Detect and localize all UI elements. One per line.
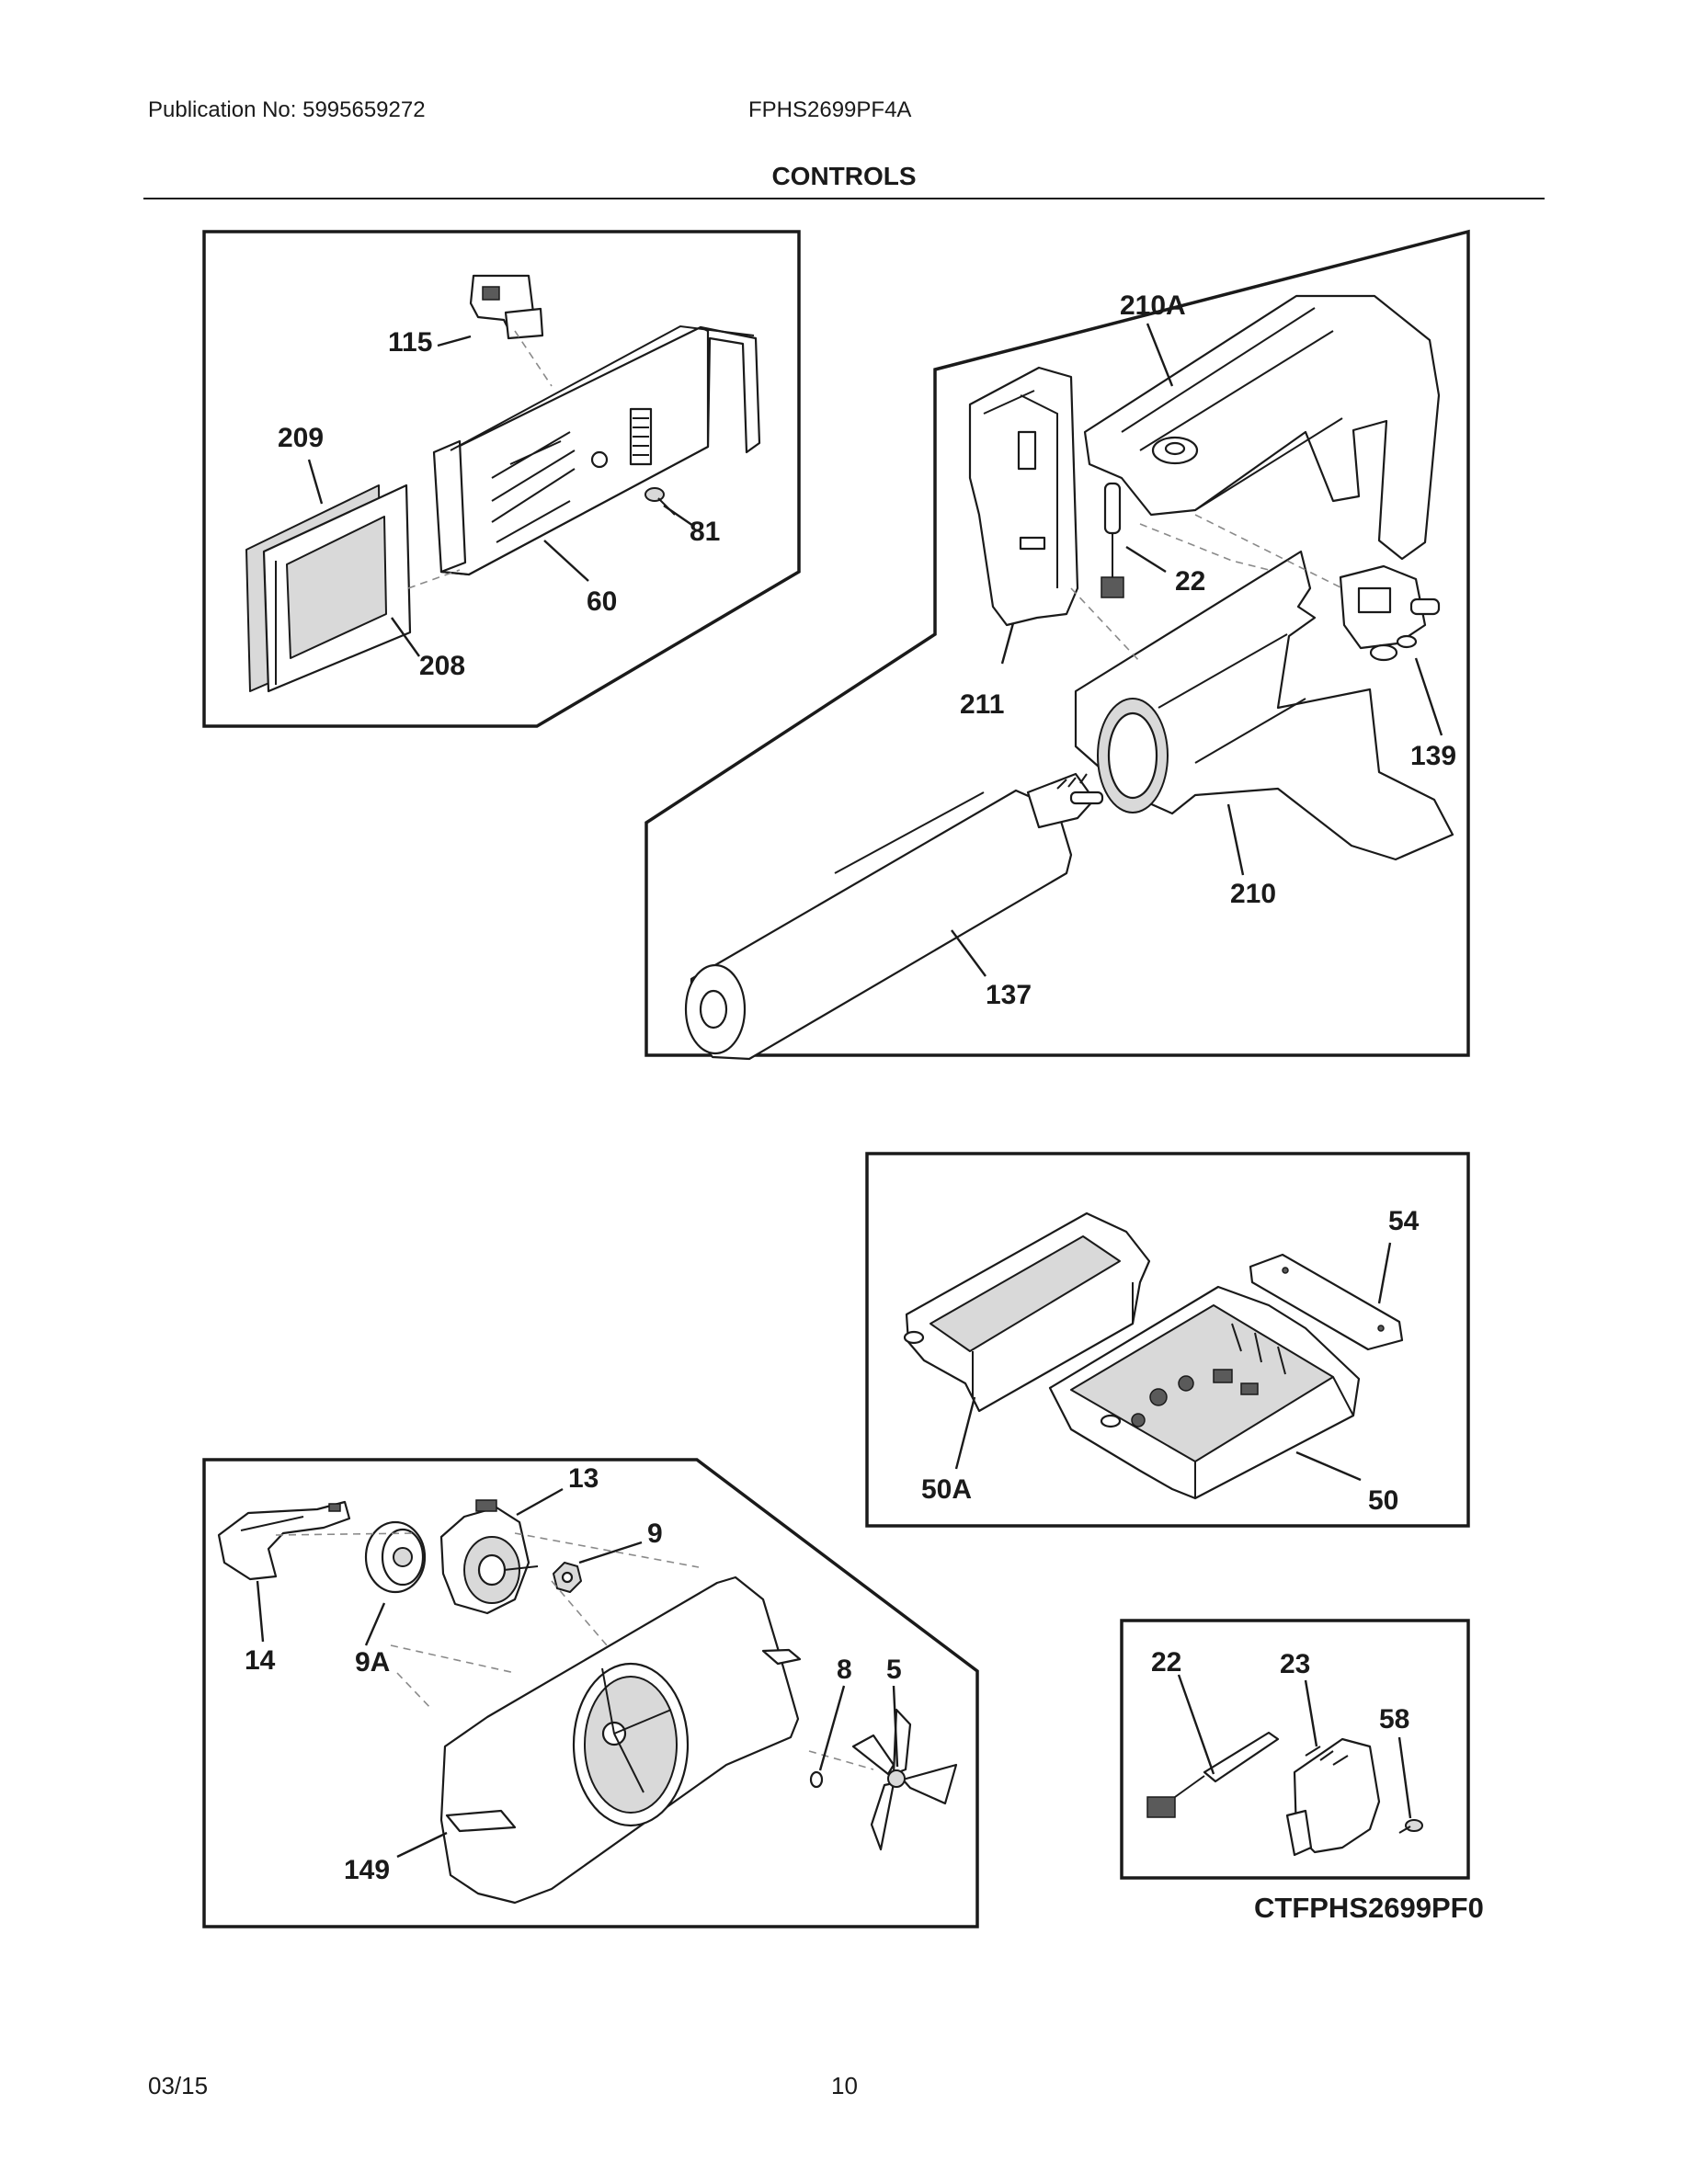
panel-fan-assembly: 13 9 14 9A 8 5 149 (202, 1458, 979, 1928)
panel-frame (644, 229, 1470, 1057)
callout-23: 23 (1280, 1649, 1310, 1679)
panel-filter-housing: 210A 22 211 139 210 137 (644, 229, 1470, 1061)
page-title: CONTROLS (771, 162, 917, 190)
footer-date: 03/15 (148, 2072, 209, 2099)
part-139-water-valve (1339, 564, 1441, 662)
part-115-connector (469, 274, 544, 340)
panel-frame (202, 230, 801, 728)
part-23-cover (1285, 1737, 1381, 1857)
part-54-strip (1249, 1253, 1404, 1351)
callout-9A: 9A (355, 1647, 390, 1678)
part-60-control-housing (432, 324, 761, 576)
part-210A-cover (1083, 294, 1441, 561)
callout-137: 137 (986, 980, 1032, 1010)
part-211-bracket (968, 366, 1079, 627)
part-137-water-filter (684, 772, 1104, 1061)
callout-8: 8 (837, 1655, 852, 1685)
part-13-fan-motor (439, 1499, 539, 1615)
panel-frame (865, 1152, 1470, 1528)
callout-149: 149 (344, 1855, 390, 1885)
callout-139: 139 (1410, 741, 1456, 771)
callout-208: 208 (419, 651, 465, 681)
part-8-washer (809, 1770, 824, 1789)
part-5-fan-blade (851, 1708, 958, 1851)
callout-211: 211 (960, 689, 1004, 720)
callout-50: 50 (1368, 1485, 1398, 1516)
panel-control-board: 54 50A 50 (865, 1152, 1470, 1528)
callout-13: 13 (568, 1463, 599, 1494)
part-50A-cover (903, 1211, 1151, 1413)
part-50-board-box (1048, 1285, 1361, 1500)
part-14-bracket (217, 1500, 351, 1581)
panel-thermistor-cover: 22 23 58 (1120, 1619, 1470, 1880)
diagram-code: CTFPHS2699PF0 (1254, 1892, 1484, 1924)
part-22-thermistor-lower (1146, 1731, 1280, 1818)
panel-control-housing: 115 209 81 60 208 (202, 230, 801, 728)
callout-5: 5 (886, 1655, 902, 1685)
callout-50A: 50A (921, 1474, 972, 1505)
callout-60: 60 (587, 586, 617, 617)
callout-210A: 210A (1120, 290, 1186, 321)
model-number: FPHS2699PF4A (748, 97, 912, 122)
part-149-fan-shroud (439, 1575, 802, 1905)
part-209-208-bezel (245, 483, 412, 693)
page-number: 10 (831, 2072, 858, 2099)
panel-frame (1120, 1619, 1470, 1880)
part-22-thermistor (1101, 482, 1124, 598)
part-9A-blower-wheel (364, 1520, 427, 1594)
callout-210: 210 (1230, 879, 1276, 909)
callout-22-lower: 22 (1151, 1647, 1181, 1678)
panel-frame (202, 1458, 979, 1928)
callout-209: 209 (278, 423, 324, 453)
part-58-screw (1398, 1819, 1423, 1834)
callout-54: 54 (1388, 1206, 1420, 1236)
callout-9: 9 (647, 1519, 663, 1549)
part-210-filter-housing (1074, 550, 1454, 861)
publication-number: Publication No: 5995659272 (148, 97, 426, 122)
callout-81: 81 (690, 517, 720, 547)
callout-22-upper: 22 (1175, 566, 1205, 597)
callout-58: 58 (1379, 1704, 1409, 1735)
part-9-nut (553, 1562, 582, 1593)
header-divider (143, 198, 1545, 199)
callout-115: 115 (388, 327, 432, 358)
callout-14: 14 (245, 1645, 276, 1676)
